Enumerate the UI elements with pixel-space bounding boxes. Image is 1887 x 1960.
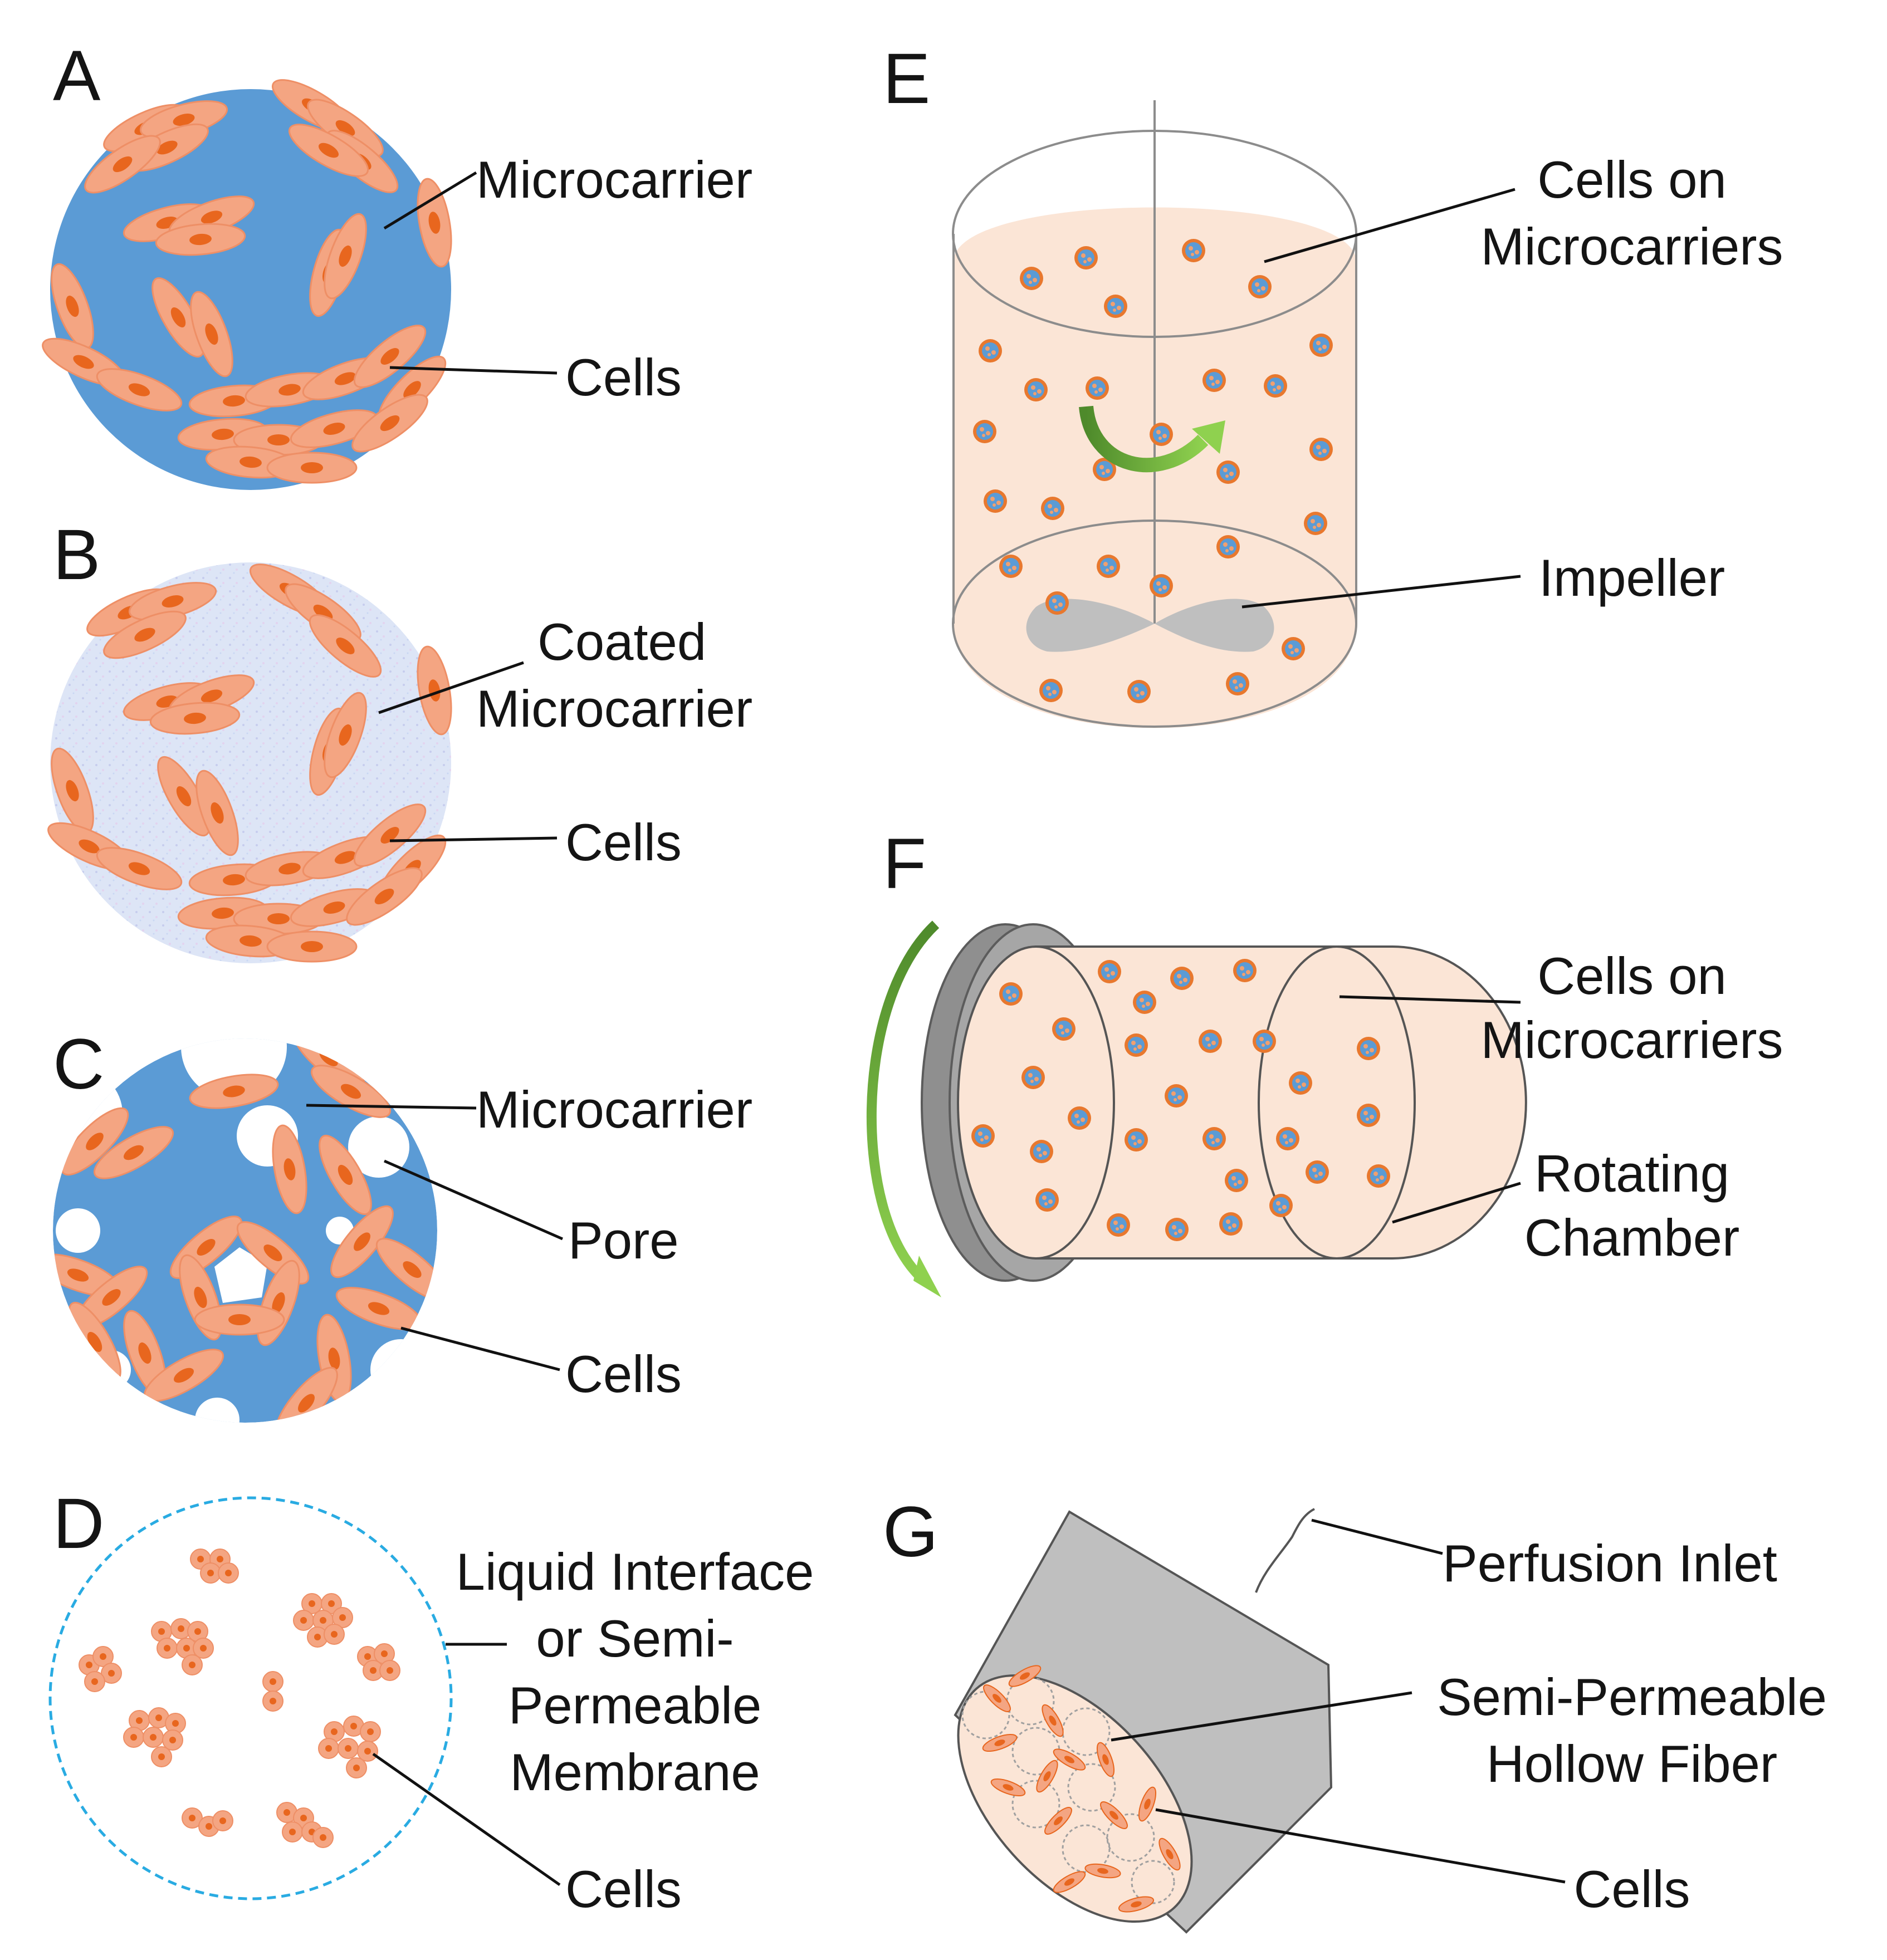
label-microcarriers: Microcarriers: [1480, 217, 1783, 276]
leader-line: [372, 1752, 561, 1886]
panel-letter-f: F: [883, 824, 926, 904]
label-cells: Cells: [1574, 1860, 1690, 1918]
membrane-boundary: [48, 1496, 453, 1900]
cell-aggregate: [79, 1549, 400, 1848]
panel-c: C: [53, 1025, 752, 1423]
leader-line: [1155, 1808, 1566, 1884]
rotating-wall-vessel: [921, 923, 1527, 1282]
leader-line: [383, 171, 477, 230]
rotation-arrow-icon: [1079, 405, 1209, 473]
leader-line: [1339, 995, 1521, 1004]
label-microcarriers: Microcarriers: [1480, 1011, 1783, 1069]
label-perfusion-inlet: Perfusion Inlet: [1443, 1534, 1777, 1592]
rotation-arrow-icon: [866, 920, 940, 1285]
panel-b: B: [41, 515, 752, 963]
label-or-semi: or Semi-: [536, 1609, 734, 1668]
arrowhead-icon: [1192, 420, 1225, 454]
label-pore: Pore: [568, 1211, 679, 1270]
label-hollow-fiber: Hollow Fiber: [1487, 1734, 1777, 1793]
arrowhead-icon: [913, 1256, 941, 1297]
leader-line: [1111, 1691, 1412, 1742]
label-microcarrier: Microcarrier: [476, 679, 752, 738]
perfusion-inlet-tube: [1255, 1508, 1315, 1593]
label-cells: Cells: [565, 348, 682, 406]
leader-line: [383, 1159, 564, 1241]
stirred-tank-bioreactor: [952, 100, 1357, 728]
label-cells: Cells: [565, 813, 682, 871]
label-cells: Cells: [565, 1345, 682, 1403]
leader-line: [400, 1326, 560, 1371]
leader-line: [306, 1104, 477, 1110]
label-microcarrier: Microcarrier: [476, 1080, 752, 1139]
panel-g: G: [883, 1492, 1827, 1934]
panel-letter-b: B: [53, 515, 100, 595]
label-cells-on: Cells on: [1537, 947, 1727, 1005]
label-permeable: Permeable: [509, 1676, 762, 1734]
leader-line: [1241, 575, 1521, 609]
label-liquid-interface: Liquid Interface: [456, 1542, 814, 1601]
panel-letter-c: C: [53, 1025, 104, 1104]
leader-line: [1392, 1182, 1521, 1224]
impeller-blade: [1155, 599, 1274, 652]
leader-line: [389, 366, 558, 375]
leader-line: [1264, 188, 1516, 263]
label-membrane: Membrane: [510, 1743, 760, 1801]
panel-d: D Liquid Interface or Semi- Permeable Me…: [48, 1484, 814, 1918]
label-semi-permeable: Semi-Permeable: [1437, 1668, 1827, 1726]
panel-letter-a: A: [53, 36, 101, 116]
leader-line: [378, 661, 524, 714]
panel-letter-g: G: [883, 1492, 938, 1572]
panel-e: E Cells on Microcarriers Impeller: [883, 39, 1783, 728]
label-coated: Coated: [537, 612, 706, 671]
panel-letter-d: D: [53, 1484, 104, 1564]
panel-letter-e: E: [883, 39, 930, 119]
panel-f: F Cells on Microcarriers Rotating Chambe…: [866, 824, 1783, 1297]
leader-line: [389, 836, 558, 842]
label-cells: Cells: [565, 1860, 682, 1918]
panel-a: A: [36, 36, 752, 490]
label-cells-on: Cells on: [1537, 150, 1727, 209]
label-microcarrier: Microcarrier: [476, 150, 752, 209]
label-rotating: Rotating: [1534, 1144, 1729, 1203]
label-impeller: Impeller: [1539, 548, 1725, 607]
hollow-fiber-cartridge: [954, 1508, 1333, 1934]
leader-line: [1311, 1518, 1443, 1555]
label-chamber: Chamber: [1524, 1208, 1740, 1267]
